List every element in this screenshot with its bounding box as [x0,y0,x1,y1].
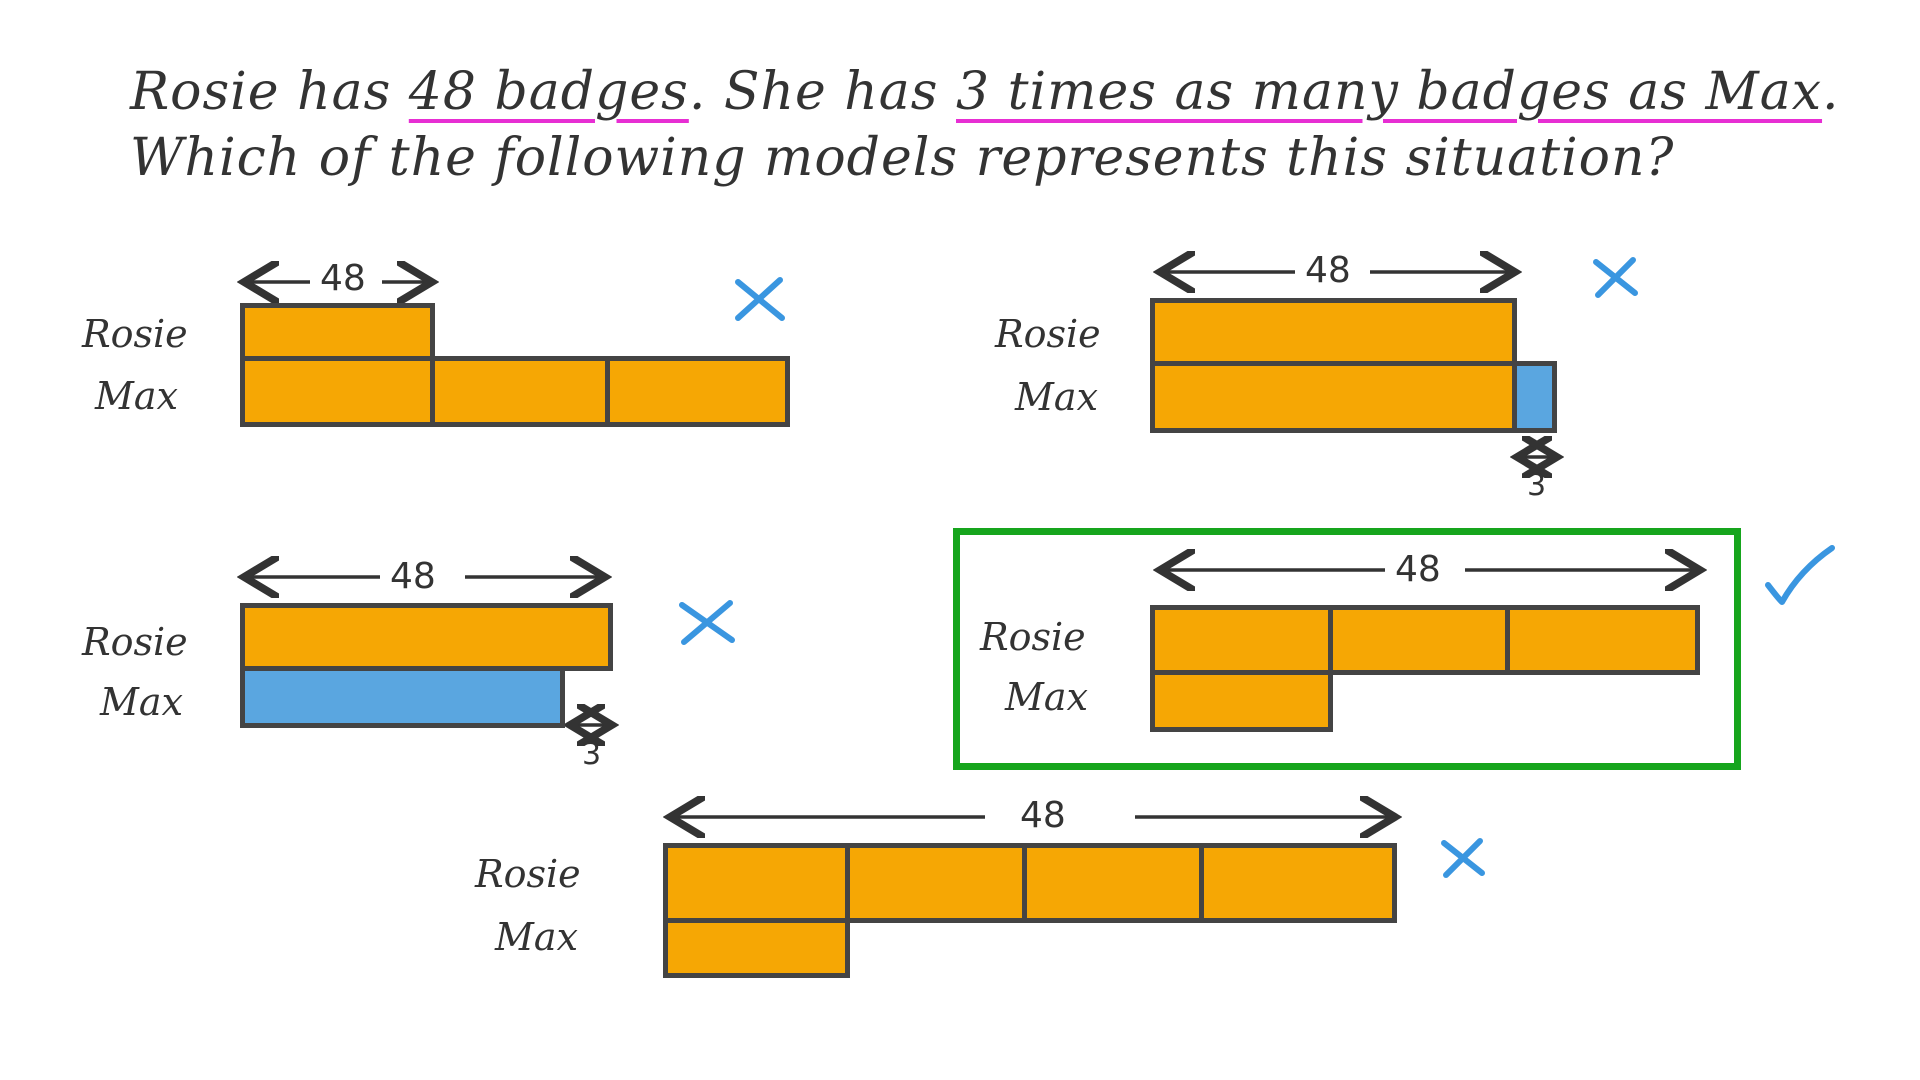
bar-max-unit [430,356,610,427]
bar-rosie-unit [845,843,1027,923]
dim-label-3: 3 [1527,468,1547,503]
bar-rosie-unit [1328,605,1510,675]
bar-extra-3 [1512,361,1557,433]
bar-max-unit [605,356,790,427]
dim-label-48: 48 [390,556,436,597]
cross-icon [1441,838,1485,878]
question-text: . [1822,62,1840,122]
bar-max [663,918,850,978]
cross-icon [679,600,735,645]
question-line-1: Rosie has 48 badges. She has 3 times as … [130,62,1840,122]
bar-rosie-unit [1505,605,1700,675]
max-label: Max [495,915,578,959]
bar-max [1150,670,1333,732]
correct-answer-frame [953,528,1741,770]
bar-max [1150,361,1517,433]
max-label: Max [1015,375,1098,419]
max-label: Max [1005,675,1088,719]
rosie-label: Rosie [995,312,1101,356]
bar-rosie [1150,298,1517,366]
highlight-48-badges: 48 badges [408,62,689,122]
cross-icon [1593,257,1638,298]
max-label: Max [100,680,183,724]
bar-rosie-unit [663,843,850,923]
bar-rosie [240,603,613,671]
dim-label-3: 3 [582,737,602,772]
bar-rosie-unit [1199,843,1397,923]
bar-max [240,666,565,728]
bar-rosie-unit [1150,605,1333,675]
cross-icon [735,277,785,321]
dim-label-48: 48 [1305,250,1351,291]
rosie-label: Rosie [82,620,188,664]
bar-rosie-unit [1022,843,1204,923]
dim-label-48: 48 [320,258,366,299]
max-label: Max [95,374,178,418]
rosie-label: Rosie [82,312,188,356]
bar-max-unit [240,356,435,427]
dim-label-48: 48 [1395,549,1441,590]
rosie-label: Rosie [475,852,581,896]
question-text: . She has [688,62,957,122]
highlight-3-times: 3 times as many badges as Max [956,62,1823,122]
question-text: Rosie has [130,62,409,122]
bar-rosie [240,303,435,361]
question-line-2: Which of the following models represents… [130,128,1675,188]
rosie-label: Rosie [980,615,1086,659]
dim-label-48: 48 [1020,795,1066,836]
check-icon [1765,545,1835,605]
